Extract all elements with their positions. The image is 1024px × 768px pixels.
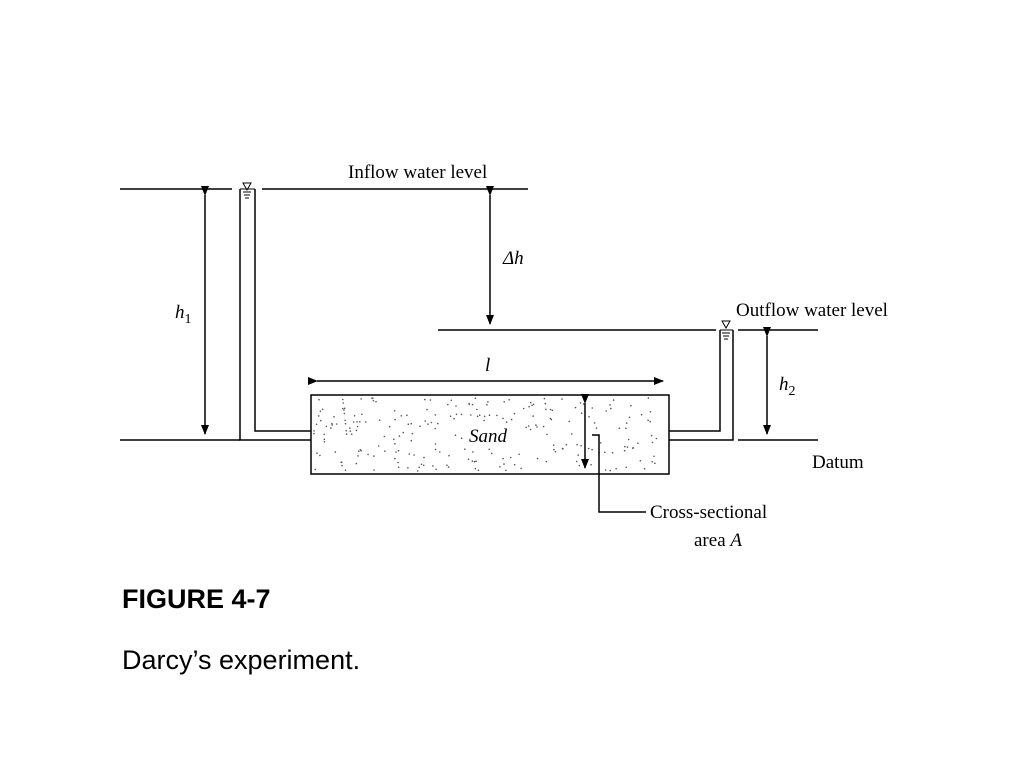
h2-label-subscript: 2 <box>789 384 796 399</box>
cross-sectional-label: Cross-sectional <box>650 502 767 523</box>
outflow-water-level-icon <box>721 320 731 340</box>
h1-label: h1 <box>175 302 192 327</box>
cross-section-leader <box>592 434 646 513</box>
figure-caption: Darcy’s experiment. <box>122 645 361 675</box>
area-label-text: area <box>694 530 730 551</box>
h2-label-base: h <box>779 374 789 395</box>
outflow-tube <box>669 330 734 441</box>
inflow-tube <box>239 189 311 441</box>
sand-label: Sand <box>469 426 508 447</box>
sand-column <box>310 394 670 475</box>
outflow-water-level-label: Outflow water level <box>736 300 888 321</box>
inflow-water-level-label: Inflow water level <box>348 162 487 183</box>
sand-stipple <box>313 397 658 472</box>
area-a-label: area A <box>694 530 742 551</box>
h2-label: h2 <box>779 374 796 399</box>
h1-label-subscript: 1 <box>185 312 192 327</box>
delta-h-label: Δh <box>502 248 524 269</box>
length-label: l <box>485 355 490 376</box>
area-label-variable: A <box>728 530 742 551</box>
h1-label-base: h <box>175 302 185 323</box>
inflow-water-level-icon <box>242 182 252 199</box>
datum-label: Datum <box>812 452 864 473</box>
darcy-experiment-diagram: Inflow water level Outflow water level Δ… <box>120 162 888 551</box>
figure-number: FIGURE 4-7 <box>122 584 271 614</box>
